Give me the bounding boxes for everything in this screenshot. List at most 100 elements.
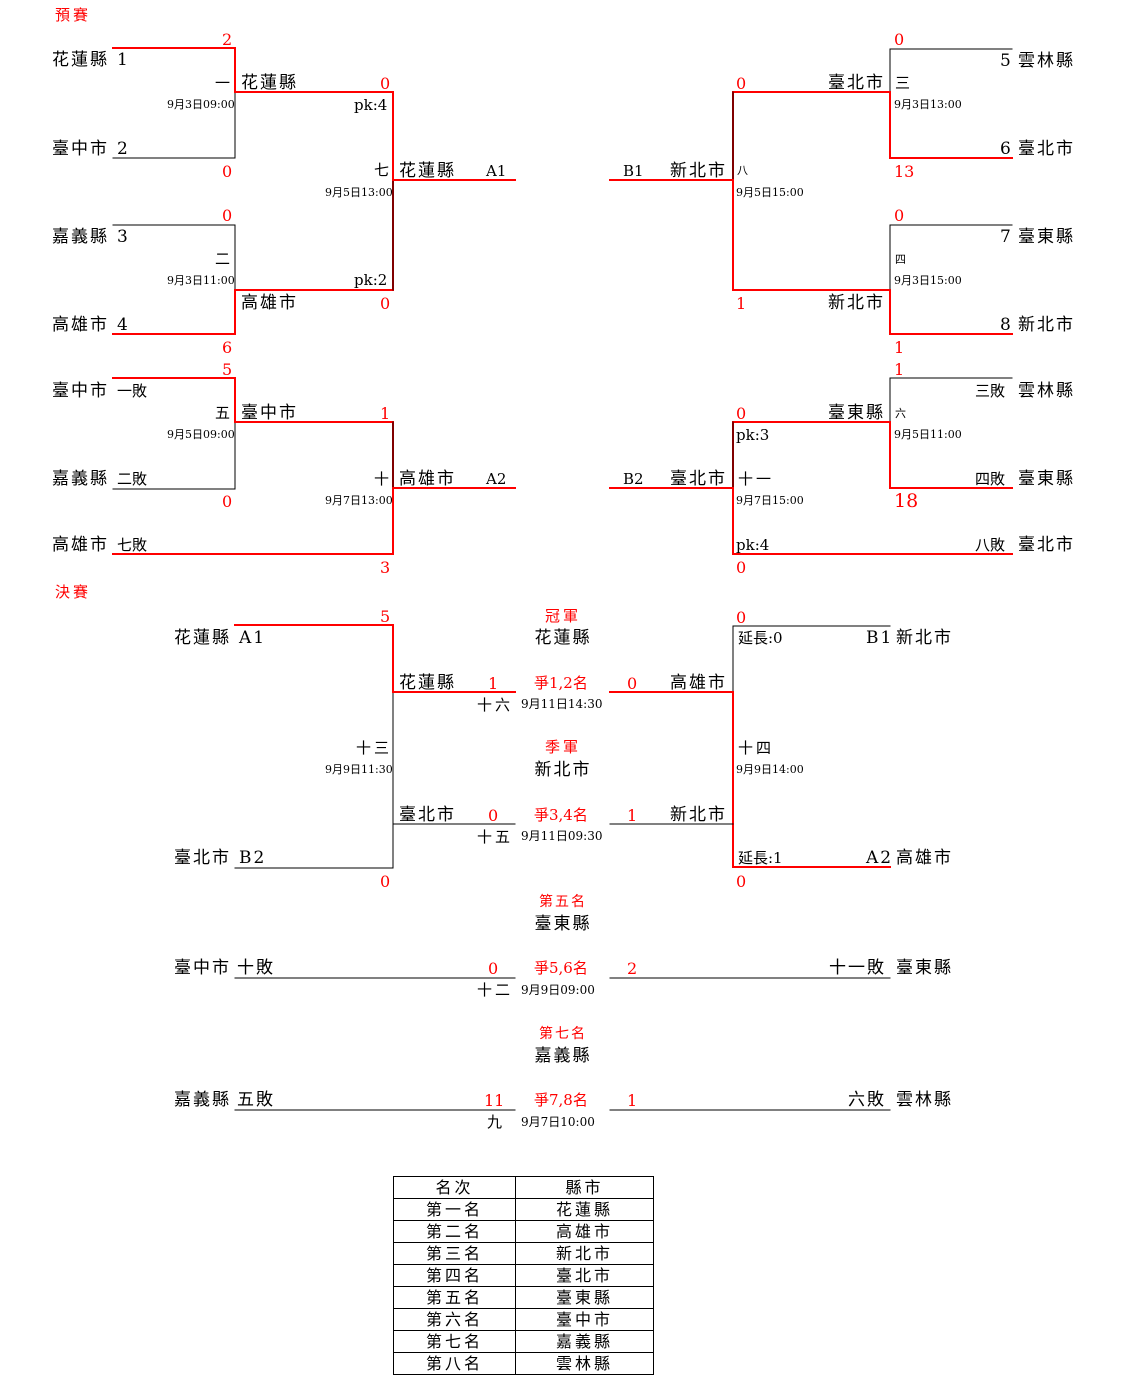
team-name: 雲林縣 (1018, 381, 1075, 401)
score: 0 (380, 74, 391, 93)
prelim-title: 預賽 (55, 6, 92, 24)
match-time: 9月5日09:00 (167, 428, 235, 441)
placement-team: 花蓮縣 (534, 628, 592, 648)
score: 1 (894, 338, 905, 357)
seed-label: 六敗 (848, 1090, 886, 1110)
bracket-line (732, 691, 891, 868)
team-name: 臺東縣 (1018, 227, 1075, 247)
placement-team: 嘉義縣 (534, 1046, 592, 1066)
bracket-line (112, 91, 236, 159)
score: 0 (222, 206, 233, 225)
match-number: 十二 (477, 981, 514, 999)
placement-title: 季軍 (544, 738, 581, 756)
rank-cell: 第七名 (393, 1330, 516, 1353)
bracket-line (112, 377, 236, 423)
bracket-line (889, 224, 1013, 291)
placement-title: 第七名 (539, 1026, 587, 1042)
winner-name: 新北市 (828, 293, 885, 313)
winner-name: 高雄市 (241, 293, 298, 313)
match-number: 六 (895, 407, 906, 420)
team-name: 嘉義縣 (52, 227, 109, 247)
slot-label: A1 (486, 162, 507, 180)
match-time: 9月3日11:00 (167, 274, 235, 287)
rank-cell: 第一名 (393, 1198, 516, 1221)
score: 0 (380, 872, 391, 891)
winner-name: 臺北市 (670, 469, 727, 489)
bracket-line (889, 377, 1013, 423)
team-name: 新北市 (1018, 315, 1075, 335)
score: 0 (894, 30, 905, 49)
score: 0 (488, 806, 499, 825)
match-label: 爭1,2名 (534, 674, 588, 692)
team-cell: 新北市 (515, 1242, 654, 1265)
rank-cell: 第四名 (393, 1264, 516, 1287)
score: 1 (627, 806, 638, 825)
match-time: 9月9日11:30 (325, 763, 393, 776)
seed-label: 7 (1000, 227, 1013, 247)
match-time: 9月11日09:30 (521, 829, 603, 843)
score: 1 (736, 294, 747, 313)
score: 1 (627, 1091, 638, 1110)
match-time: 9月7日13:00 (325, 494, 393, 507)
team-name: 花蓮縣 (52, 50, 109, 70)
winner-name: 新北市 (670, 161, 727, 181)
match-time: 9月5日15:00 (736, 186, 804, 199)
match-number: 八 (737, 164, 748, 177)
slot-label: B1 (866, 628, 894, 648)
slot-label: A2 (486, 470, 507, 488)
team-cell: 雲林縣 (515, 1352, 654, 1375)
score: 0 (627, 674, 638, 693)
bracket-line (112, 421, 236, 490)
team-name: 高雄市 (896, 848, 953, 868)
placement-team: 新北市 (534, 760, 592, 780)
team-name: 臺北市 (174, 848, 231, 868)
match-number: 十六 (477, 696, 514, 714)
team-name: 花蓮縣 (174, 628, 231, 648)
match-time: 9月11日14:30 (521, 697, 603, 711)
score: 0 (736, 608, 747, 627)
match-number: 十一 (738, 470, 775, 488)
table-row: 第三名 新北市 (393, 1242, 654, 1265)
match-time: 9月9日09:00 (521, 983, 595, 997)
match-time: 9月3日13:00 (894, 98, 962, 111)
match-number: 九 (487, 1113, 503, 1131)
bracket-line (889, 421, 1013, 489)
team-name: 新北市 (896, 628, 953, 648)
team-name: 臺北市 (1018, 139, 1075, 159)
seed-label: 一敗 (117, 382, 148, 400)
score: 6 (222, 338, 233, 357)
seed-label: 二敗 (117, 470, 148, 488)
rank-cell: 第八名 (393, 1352, 516, 1375)
placement-title: 第五名 (539, 894, 587, 910)
match-time: 9月7日10:00 (521, 1115, 595, 1129)
seed-label: 十一敗 (829, 958, 886, 978)
table-row: 第七名 嘉義縣 (393, 1330, 654, 1353)
rank-cell: 第二名 (393, 1220, 516, 1243)
team-name: 雲林縣 (896, 1090, 953, 1110)
seed-label: 三敗 (975, 382, 1006, 400)
score: 1 (380, 404, 391, 423)
bracket-line (889, 91, 1013, 159)
column-header: 名次 (393, 1176, 516, 1199)
seed-label: 1 (117, 50, 130, 70)
team-cell: 花蓮縣 (515, 1198, 654, 1221)
match-time: 9月7日15:00 (736, 494, 804, 507)
team-name: 臺北市 (1018, 535, 1075, 555)
team-name: 臺中市 (52, 139, 109, 159)
winner-name: 臺中市 (241, 403, 298, 423)
team-name: 臺東縣 (896, 958, 953, 978)
team-name: 高雄市 (52, 315, 109, 335)
slot-label: B2 (623, 470, 644, 488)
loser-name: 新北市 (670, 805, 727, 825)
seed-label: 十敗 (237, 958, 275, 978)
team-cell: 臺東縣 (515, 1286, 654, 1309)
match-label: 爭5,6名 (534, 959, 588, 977)
bracket-line (234, 91, 394, 181)
winner-name: 花蓮縣 (399, 161, 456, 181)
bracket-line (112, 289, 236, 335)
team-name: 嘉義縣 (52, 469, 109, 489)
score: 18 (894, 490, 919, 512)
score: 5 (380, 607, 391, 626)
table-row: 第五名 臺東縣 (393, 1286, 654, 1309)
